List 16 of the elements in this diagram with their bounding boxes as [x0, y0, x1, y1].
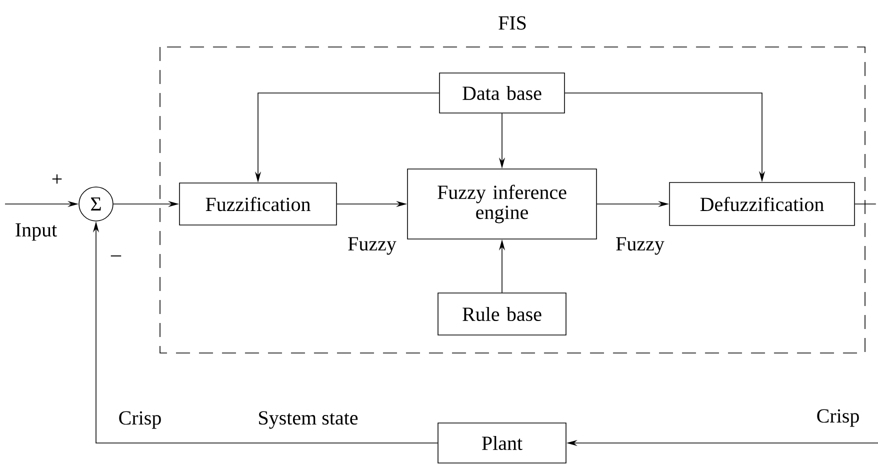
edge-label: Crisp [817, 409, 859, 427]
process-box: Fuzzy inference engine [407, 168, 597, 240]
summing-junction: Σ [78, 186, 114, 222]
signal-label: Crisp [119, 411, 161, 429]
node-label: FIS [498, 16, 526, 30]
edge-label: System state [259, 411, 358, 429]
signal-label: + [52, 174, 62, 184]
edge-label: Fuzzy [616, 237, 664, 255]
process-box: Fuzzification [179, 182, 337, 226]
process-box: Data base [439, 72, 565, 114]
process-box: Rule base [438, 292, 566, 336]
edge-label: Fuzzy [348, 237, 396, 255]
process-box: Plant [438, 422, 566, 464]
signal-label: – [110, 255, 122, 256]
process-box: Defuzzification [669, 182, 855, 226]
edge-label: Input [16, 223, 57, 241]
